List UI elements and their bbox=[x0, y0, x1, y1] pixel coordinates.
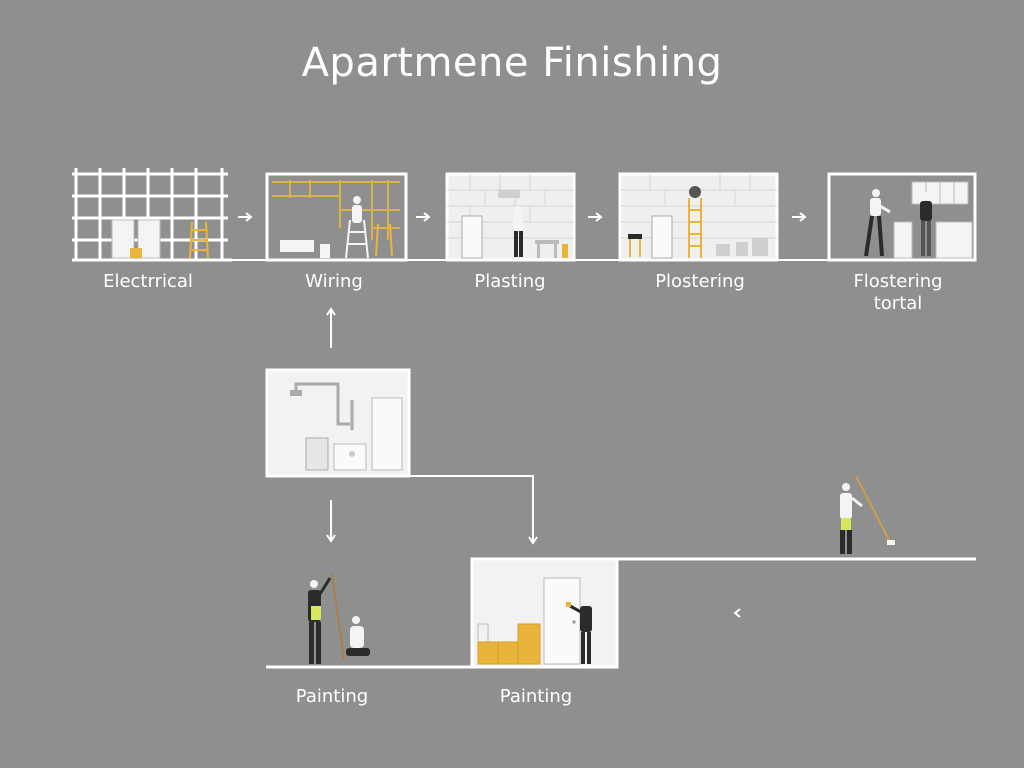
stage-plumbing-illustration bbox=[265, 368, 411, 478]
worker-icon bbox=[920, 192, 932, 256]
stage-painting-scene-2 bbox=[617, 475, 976, 561]
stage-plostering-illustration bbox=[618, 172, 779, 262]
painter-icon bbox=[840, 475, 895, 554]
arrow-right-icon bbox=[588, 212, 603, 222]
stage-label-plasting: Plasting bbox=[474, 271, 546, 292]
worker-icon bbox=[513, 206, 523, 257]
stage-flostering-illustration bbox=[827, 172, 977, 262]
arrow-right-icon bbox=[416, 212, 431, 222]
connector-line bbox=[409, 475, 538, 545]
painter-icon bbox=[346, 616, 370, 656]
stage-label-electrical: Electrrical bbox=[103, 271, 193, 292]
worker-icon bbox=[566, 596, 592, 664]
stage-label-plostering: Plostering bbox=[655, 271, 745, 292]
worker-icon bbox=[352, 196, 362, 223]
stage-plasting-illustration bbox=[445, 172, 576, 262]
arrow-right-icon bbox=[238, 212, 253, 222]
diagram-title: Apartmene Finishing bbox=[301, 40, 723, 86]
ladder-icon bbox=[189, 221, 209, 259]
stage-label-flostering-line2: tortal bbox=[873, 293, 923, 314]
ladder-icon bbox=[688, 198, 702, 258]
painter-icon bbox=[308, 573, 345, 664]
arrow-right-icon bbox=[792, 212, 807, 222]
stage-label-wiring: Wiring bbox=[305, 271, 363, 292]
stage-painting-scene-1 bbox=[266, 573, 472, 669]
arrow-down-icon bbox=[326, 500, 336, 543]
stage-label-painting-left: Painting bbox=[295, 686, 369, 707]
chevron-left-icon bbox=[733, 608, 741, 618]
stage-label-flostering: Flostering tortal bbox=[838, 271, 958, 315]
stage-wiring-illustration bbox=[265, 172, 408, 262]
stage-electrical-illustration bbox=[72, 168, 232, 262]
arrow-up-icon bbox=[326, 307, 336, 348]
stage-label-painting-middle: Painting bbox=[499, 686, 573, 707]
stage-label-flostering-line1: Flostering bbox=[853, 271, 943, 292]
worker-icon bbox=[864, 189, 891, 257]
ladder-icon bbox=[345, 219, 369, 259]
stage-painting-room bbox=[470, 557, 619, 669]
